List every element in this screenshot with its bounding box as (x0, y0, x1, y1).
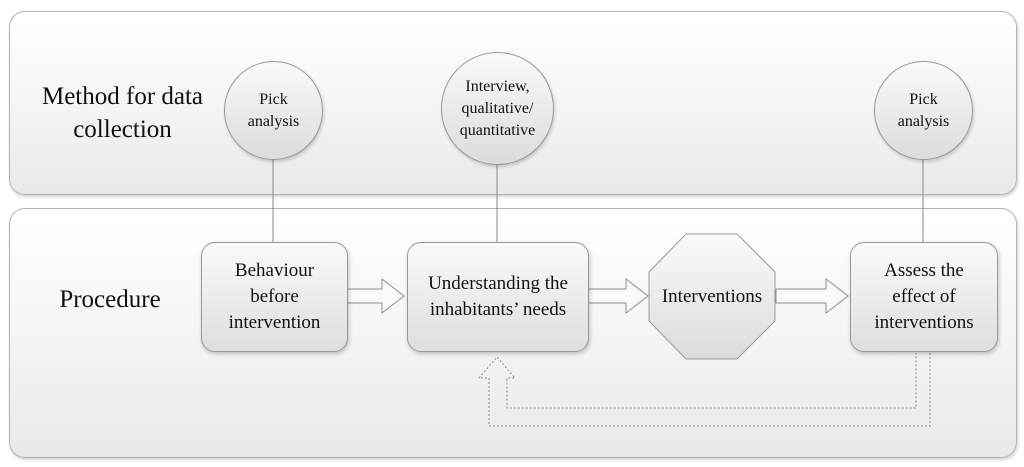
method-circle-pick-analysis-1: Pick analysis (224, 61, 323, 160)
block-arrow-2 (587, 277, 649, 315)
step-label: Understanding the inhabitants’ needs (428, 273, 568, 320)
method-circle-pick-analysis-2: Pick analysis (874, 61, 973, 160)
block-arrow-3 (775, 277, 849, 315)
method-circle-label: Pick analysis (247, 90, 300, 130)
feedback-arrow (477, 353, 931, 427)
block-arrow-1 (345, 277, 405, 315)
step-behaviour-before-intervention: Behaviour before intervention (201, 242, 348, 352)
step-label: Assess the effect of interventions (874, 260, 974, 333)
procedure-row-label: Procedure (59, 286, 161, 313)
step-assess-effect: Assess the effect of interventions (850, 242, 998, 352)
method-row-label: Method for data collection (41, 83, 204, 143)
step-label: Behaviour before intervention (228, 260, 321, 333)
method-circle-label: Interview, qualitative/ quantitative (459, 77, 536, 139)
method-circle-label: Pick analysis (897, 90, 950, 130)
step-label: Interventions (661, 285, 763, 307)
step-understanding-needs: Understanding the inhabitants’ needs (407, 242, 589, 352)
method-circle-interview: Interview, qualitative/ quantitative (441, 52, 554, 165)
interventions-octagon-shape (648, 233, 776, 360)
step-interventions: Interventions (649, 234, 775, 359)
